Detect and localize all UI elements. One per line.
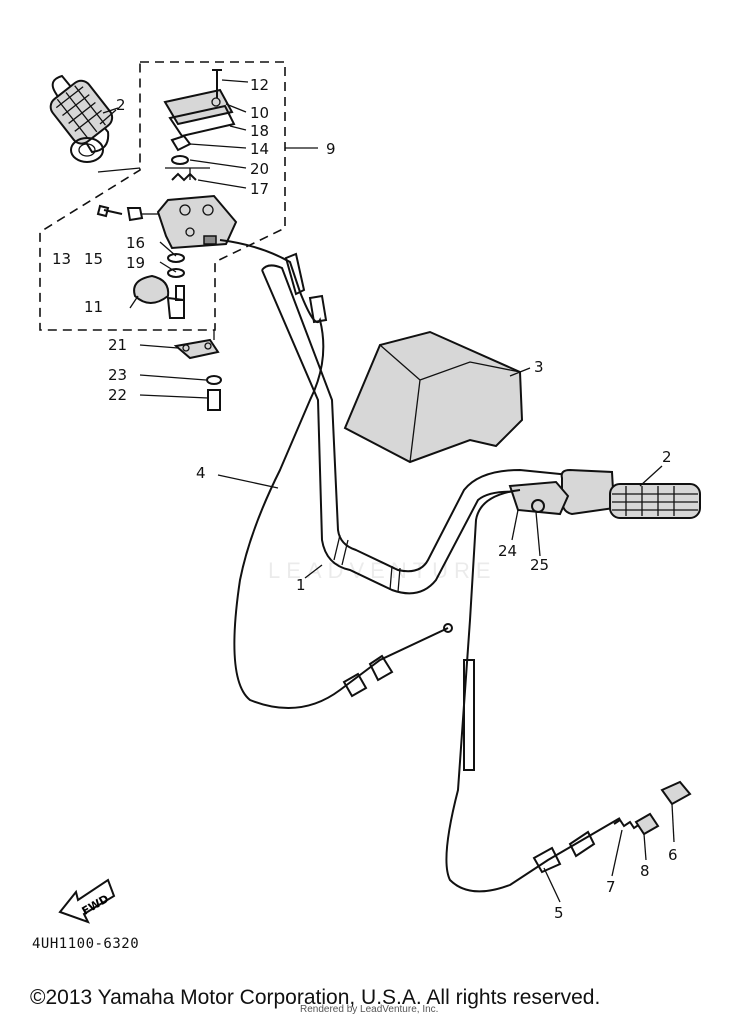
brake-lever-holder bbox=[508, 480, 570, 516]
forward-arrow-icon: FWD bbox=[58, 878, 116, 924]
diagram-code: 4UH1100-6320 bbox=[32, 936, 140, 952]
callout-labels: 1 2 2 3 4 5 6 7 8 9 10 11 12 13 14 15 16… bbox=[52, 76, 678, 922]
throttle-cable bbox=[219, 239, 449, 709]
rendered-by-text: Rendered by LeadVenture, Inc. bbox=[300, 1004, 439, 1015]
callout-13: 13 bbox=[52, 250, 71, 268]
callout-15: 15 bbox=[84, 250, 103, 268]
left-grip bbox=[49, 74, 114, 163]
callout-22: 22 bbox=[108, 386, 127, 404]
callout-5: 5 bbox=[554, 904, 564, 922]
callout-10: 10 bbox=[250, 104, 269, 122]
copyright-text: ©2013 Yamaha Motor Corporation, U.S.A. A… bbox=[30, 986, 601, 1009]
callout-8: 8 bbox=[640, 862, 650, 880]
callout-2-left: 2 bbox=[116, 96, 126, 114]
callout-12: 12 bbox=[250, 76, 269, 94]
handlebar-clamp bbox=[173, 338, 220, 360]
callout-4: 4 bbox=[196, 464, 206, 482]
callout-11: 11 bbox=[84, 298, 103, 316]
throttle-housing bbox=[156, 194, 238, 250]
callout-9: 9 bbox=[326, 140, 336, 158]
callout-leaders bbox=[99, 79, 675, 903]
callout-1: 1 bbox=[296, 576, 306, 594]
right-grip bbox=[560, 468, 701, 519]
callout-23: 23 bbox=[108, 366, 127, 384]
callout-3: 3 bbox=[534, 358, 544, 376]
callout-16: 16 bbox=[126, 234, 145, 252]
assembly-boundary bbox=[39, 61, 286, 331]
callout-19: 19 bbox=[126, 254, 145, 272]
handlebar-cover bbox=[343, 330, 524, 464]
brake-cable bbox=[445, 489, 621, 893]
callout-20: 20 bbox=[250, 160, 269, 178]
callout-21: 21 bbox=[108, 336, 127, 354]
callout-2-right: 2 bbox=[662, 448, 672, 466]
callout-7: 7 bbox=[606, 878, 616, 896]
callout-6: 6 bbox=[668, 846, 678, 864]
callout-17: 17 bbox=[250, 180, 269, 198]
watermark: LEADVENTURE bbox=[268, 558, 497, 583]
handlebar bbox=[261, 264, 581, 573]
throttle-lever bbox=[133, 274, 170, 304]
callout-14: 14 bbox=[250, 140, 269, 158]
callout-18: 18 bbox=[250, 122, 269, 140]
callout-25: 25 bbox=[530, 556, 549, 574]
callout-24: 24 bbox=[498, 542, 517, 560]
